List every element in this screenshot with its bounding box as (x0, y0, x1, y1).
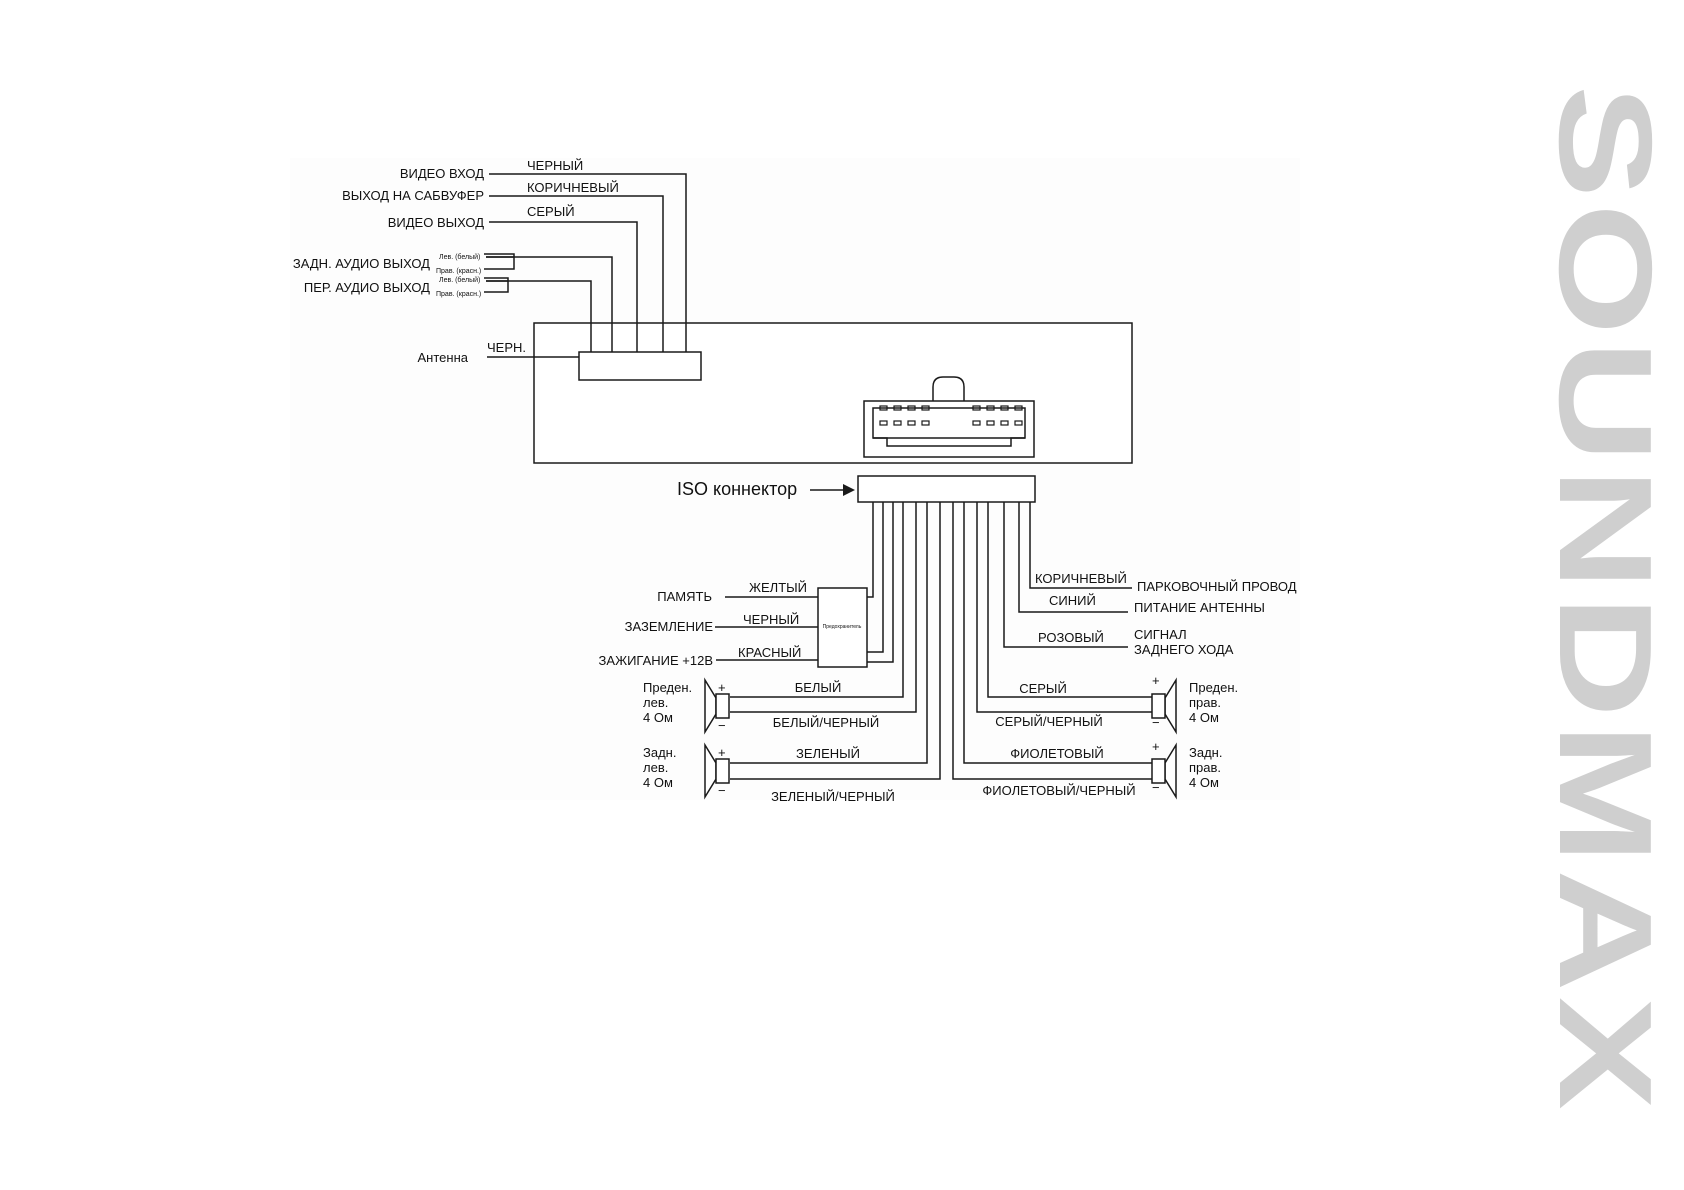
fuse-box (817, 587, 868, 668)
rear-audio-right: Прав. (красн.) (436, 268, 481, 275)
fr-name-1: Преден. (1189, 680, 1238, 695)
fl-name-2: лев. (643, 695, 668, 710)
fl-pos-color: БЕЛЫЙ (795, 680, 842, 695)
reverse-label-2: ЗАДНЕГО ХОДА (1134, 642, 1234, 657)
ground-label: ЗАЗЕМЛЕНИЕ (625, 619, 714, 634)
fl-minus: − (718, 718, 726, 733)
parking-label: ПАРКОВОЧНЫЙ ПРОВОД (1137, 579, 1297, 594)
ignition-label: ЗАЖИГАНИЕ +12В (599, 653, 713, 668)
rr-plus: + (1152, 739, 1160, 754)
fl-plus: + (718, 680, 726, 695)
fr-minus: − (1152, 715, 1160, 730)
rl-name-2: лев. (643, 760, 668, 775)
rr-pos-color: ФИОЛЕТОВЫЙ (1010, 746, 1103, 761)
video-in-color: ЧЕРНЫЙ (527, 158, 583, 173)
sub-out-label: ВЫХОД НА САБВУФЕР (342, 188, 484, 203)
front-audio-left: Лев. (белый) (439, 276, 480, 284)
top-output-wires (484, 173, 687, 358)
iso-connector (857, 475, 1036, 503)
rl-name-3: 4 Ом (643, 775, 673, 790)
rear-left-speaker-icon (704, 742, 730, 800)
antenna-label: Антенна (418, 350, 469, 365)
rr-name-1: Задн. (1189, 745, 1222, 760)
soundmax-logo-text: SOUNDMAX (1540, 85, 1670, 1115)
fr-plus: + (1152, 673, 1160, 688)
video-in-label: ВИДЕО ВХОД (400, 166, 484, 181)
rear-audio-left: Лев. (белый) (439, 253, 480, 261)
front-left-speaker-icon (704, 677, 730, 735)
front-right-speaker-icon (1151, 677, 1177, 735)
reverse-color: РОЗОВЫЙ (1038, 630, 1104, 645)
memory-color: ЖЕЛТЫЙ (749, 580, 807, 595)
rl-minus: − (718, 783, 726, 798)
fr-pos-color: СЕРЫЙ (1019, 681, 1067, 696)
iso-connector-label: ISO коннектор (677, 479, 797, 499)
rr-name-3: 4 Ом (1189, 775, 1219, 790)
antenna-color: ЧЕРН. (487, 340, 526, 355)
sub-out-color: КОРИЧНЕВЫЙ (527, 180, 619, 195)
fl-neg-color: БЕЛЫЙ/ЧЕРНЫЙ (773, 715, 879, 730)
soundmax-logo: SOUNDMAX (1540, 85, 1670, 1115)
rl-plus: + (718, 745, 726, 760)
fr-name-3: 4 Ом (1189, 710, 1219, 725)
reverse-label-1: СИГНАЛ (1134, 627, 1187, 642)
rr-name-2: прав. (1189, 760, 1221, 775)
fl-name-3: 4 Ом (643, 710, 673, 725)
antenna-power-color: СИНИЙ (1049, 593, 1096, 608)
rr-minus: − (1152, 780, 1160, 795)
rr-neg-color: ФИОЛЕТОВЫЙ/ЧЕРНЫЙ (982, 783, 1135, 798)
head-unit-socket (863, 376, 1035, 458)
ignition-color: КРАСНЫЙ (738, 645, 801, 660)
rl-name-1: Задн. (643, 745, 676, 760)
fr-neg-color: СЕРЫЙ/ЧЕРНЫЙ (995, 714, 1102, 729)
memory-label: ПАМЯТЬ (657, 589, 712, 604)
rl-pos-color: ЗЕЛЕНЫЙ (796, 746, 860, 761)
iso-arrow-icon (810, 484, 855, 496)
fr-name-2: прав. (1189, 695, 1221, 710)
video-out-color: СЕРЫЙ (527, 204, 575, 219)
rl-neg-color: ЗЕЛЕНЫЙ/ЧЕРНЫЙ (771, 789, 895, 804)
rear-right-speaker-icon (1151, 742, 1177, 800)
ground-color: ЧЕРНЫЙ (743, 612, 799, 627)
fuse-label: Предохранитель (823, 624, 862, 630)
front-audio-label: ПЕР. АУДИО ВЫХОД (304, 280, 430, 295)
head-unit-body (533, 322, 1133, 464)
rear-audio-label: ЗАДН. АУДИО ВЫХОД (293, 256, 430, 271)
rca-output-block (578, 351, 702, 381)
iso-harness-wires (715, 502, 1152, 780)
antenna-power-label: ПИТАНИЕ АНТЕННЫ (1134, 600, 1265, 615)
fl-name-1: Преден. (643, 680, 692, 695)
video-out-label: ВИДЕО ВЫХОД (388, 215, 484, 230)
front-audio-right: Прав. (красн.) (436, 291, 481, 298)
parking-color: КОРИЧНЕВЫЙ (1035, 571, 1127, 586)
